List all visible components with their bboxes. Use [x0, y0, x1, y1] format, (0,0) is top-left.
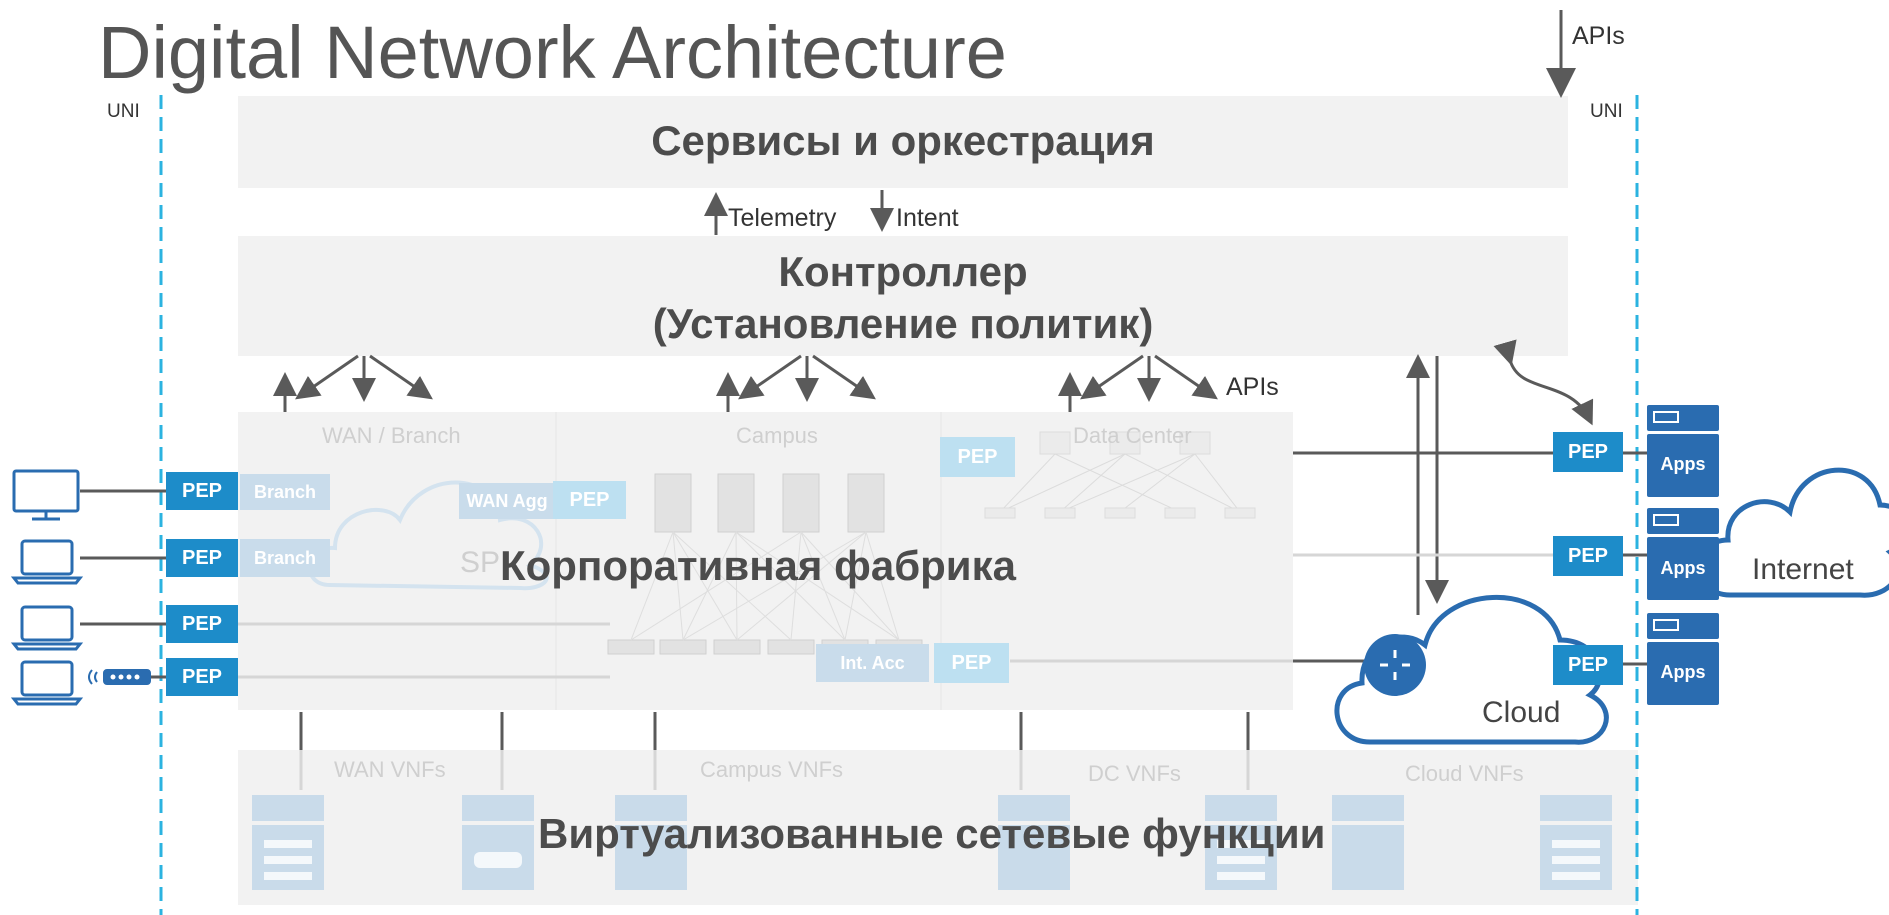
apps-label-2: Apps — [1660, 558, 1706, 578]
vnf-zone-dc: DC VNFs — [1088, 761, 1181, 786]
zone-sp: SP — [460, 546, 501, 579]
branch-tag-2: Branch — [240, 539, 330, 577]
controller-arrows-dc — [1058, 354, 1218, 412]
vnf-zone-wan: WAN VNFs — [334, 757, 446, 782]
pep-right-2: PEP — [1553, 536, 1623, 576]
server-apps-icon — [1647, 613, 1719, 705]
apis-label-controller: APIs — [1226, 373, 1279, 401]
fabric-vnf-links — [299, 712, 1250, 750]
pep-dc: PEP — [940, 437, 1015, 477]
controller-arrows-campus — [716, 354, 876, 412]
laptop-icon — [10, 539, 84, 585]
pep-right-1: PEP — [1553, 432, 1623, 472]
router-icon — [1364, 634, 1426, 696]
server-icon — [1332, 795, 1404, 890]
services-label: Сервисы и оркестрация — [651, 117, 1155, 164]
pep-left-4: PEP — [166, 658, 238, 696]
apis-label-top: APIs — [1572, 22, 1625, 50]
pep-left-1: PEP — [166, 472, 238, 510]
apps-label-1: Apps — [1660, 454, 1706, 474]
wireless-access-point-icon — [88, 669, 151, 685]
pep-left-2: PEP — [166, 539, 238, 577]
pep-right-3: PEP — [1553, 645, 1623, 685]
controller-band — [238, 236, 1568, 356]
fabric-campus-zone — [555, 412, 557, 710]
page-title: Digital Network Architecture — [98, 11, 1007, 94]
internet-label: Internet — [1752, 553, 1854, 586]
uni-label-left: UNI — [107, 101, 140, 122]
server-apps-icon — [1647, 508, 1719, 600]
monitor-icon — [12, 469, 80, 521]
vnf-zone-campus: Campus VNFs — [700, 757, 844, 782]
laptop-icon — [10, 605, 84, 651]
server-icon — [998, 795, 1070, 890]
zone-wan-branch: WAN / Branch — [322, 423, 461, 448]
dc-fabric — [984, 431, 1256, 519]
int-acc-tag: Int. Acc — [816, 644, 929, 682]
laptop-icon — [10, 660, 84, 706]
pep-wan-agg: PEP — [553, 481, 626, 519]
services-band — [238, 96, 1568, 188]
intent-label: Intent — [896, 204, 959, 232]
branch-tag-1: Branch — [240, 474, 330, 510]
server-apps-icon — [1647, 405, 1719, 497]
apps-label-3: Apps — [1660, 662, 1706, 682]
cloud-icon — [1334, 595, 1609, 745]
controller-arrows-wan — [273, 354, 433, 412]
telemetry-label: Telemetry — [728, 204, 837, 232]
firewall-icon — [462, 795, 534, 890]
vnf-zone-cloud: Cloud VNFs — [1405, 761, 1524, 786]
controller-label-line2: (Установление политик) — [652, 300, 1154, 347]
vnf-label: Виртуализованные сетевые функции — [538, 810, 1326, 857]
controller-pep-curve — [1493, 339, 1594, 426]
uni-label-right: UNI — [1590, 101, 1623, 122]
cloud-label: Cloud — [1482, 696, 1561, 729]
zone-data-center: Data Center — [1073, 423, 1192, 448]
server-icon — [615, 795, 687, 890]
pep-left-3: PEP — [166, 605, 238, 643]
wan-agg-tag: WAN Agg — [459, 483, 555, 519]
fabric-dc-zone — [940, 412, 942, 710]
zone-campus: Campus — [736, 423, 818, 448]
fabric-label: Корпоративная фабрика — [500, 542, 1016, 589]
pep-int-acc: PEP — [934, 643, 1009, 683]
campus-mesh — [630, 531, 900, 641]
controller-label-line1: Контроллер — [778, 248, 1028, 295]
